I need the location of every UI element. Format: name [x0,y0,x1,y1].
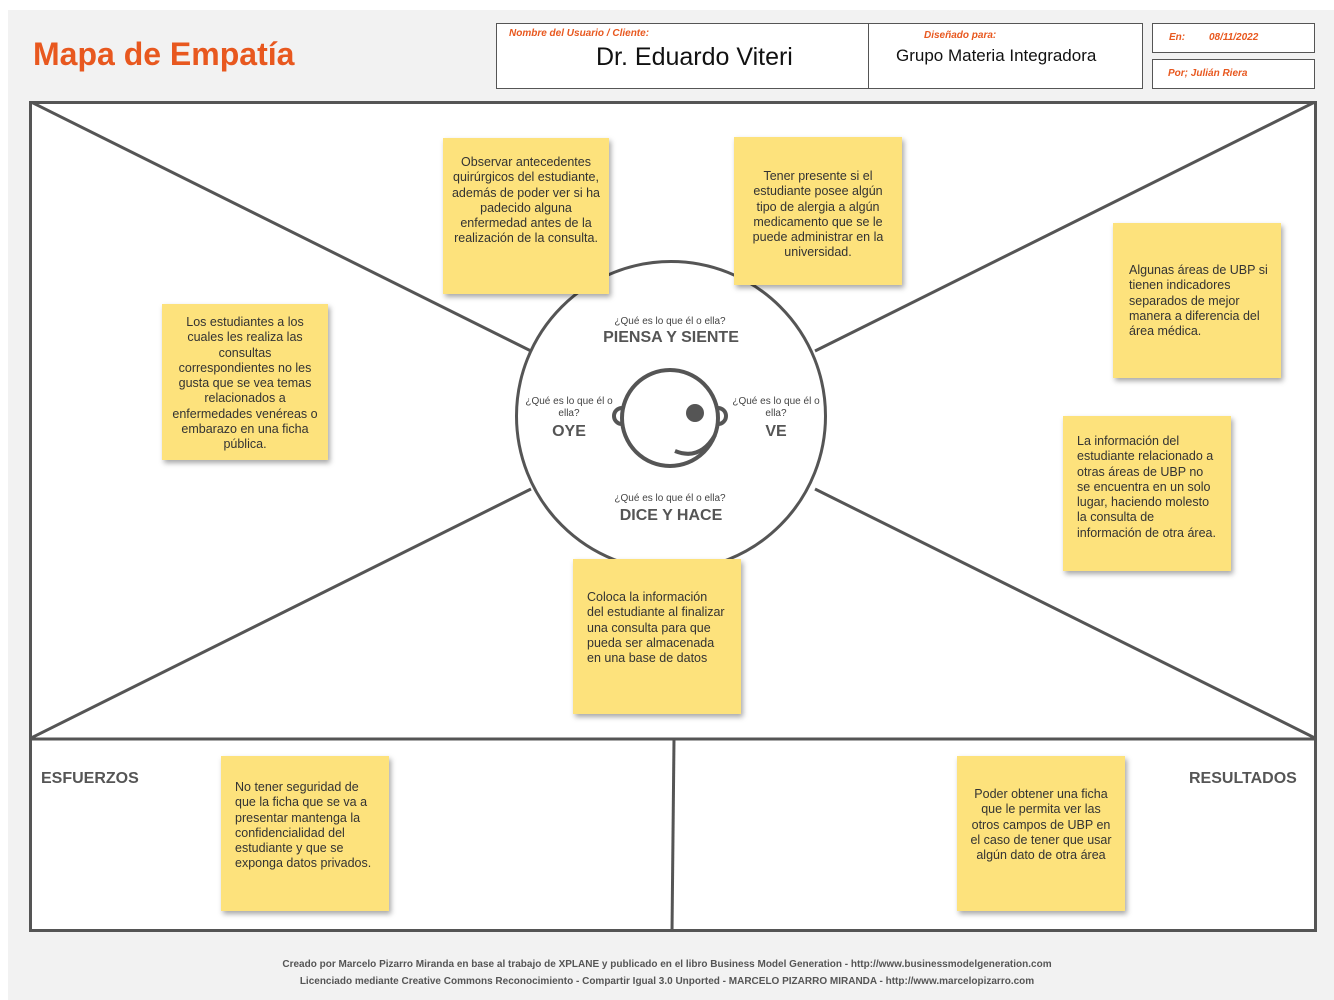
diagonal-top-left [29,101,532,353]
designed-for-box [868,23,1143,89]
designed-for-value: Grupo Materia Integradora [896,46,1097,65]
diagonal-bottom-right [814,487,1317,741]
note-text: Coloca la información del estudiante al … [587,590,725,666]
author-box [1152,59,1315,89]
footer-credit-line: Creado por Marcelo Pizarro Miranda en ba… [282,959,1052,970]
see-question: ¿Qué es lo que él o ella? [732,396,820,419]
footer-license-line: Licenciado mediante Creative Commons Rec… [299,976,1035,987]
note-text: Observar antecedentes quirúrgicos del es… [451,155,600,246]
sticky-note-see-top[interactable]: Algunas áreas de UBP si tienen indicador… [1113,223,1281,378]
note-text: Poder obtener una ficha que le permita v… [970,787,1112,863]
note-text: No tener seguridad de que la ficha que s… [235,780,372,871]
think-title: PIENSA Y SIENTE [603,329,739,346]
page-title: Mapa de Empatía [33,36,295,72]
client-box [496,23,870,89]
efforts-results-divider [670,738,676,932]
hear-title: OYE [552,423,586,440]
sticky-note-efforts[interactable]: No tener seguridad de que la ficha que s… [221,756,389,911]
note-text: La información del estudiante relacionad… [1077,434,1216,540]
sticky-note-say[interactable]: Coloca la información del estudiante al … [573,559,741,714]
think-question: ¿Qué es lo que él o ella? [614,316,726,327]
author-value: Por; Julián Riera [1168,68,1248,79]
say-question: ¿Qué es lo que él o ella? [614,493,726,504]
map-divider-lines [29,101,1317,932]
note-text: Algunas áreas de UBP si tienen indicador… [1129,263,1268,339]
results-label: RESULTADOS [1189,770,1297,787]
sticky-note-see-bottom[interactable]: La información del estudiante relacionad… [1063,416,1231,571]
sticky-note-results[interactable]: Poder obtener una ficha que le permita v… [957,756,1125,911]
date-label: En: [1169,32,1186,43]
sticky-note-think-left[interactable]: Observar antecedentes quirúrgicos del es… [443,138,609,294]
date-box [1152,23,1315,53]
sticky-note-think-right[interactable]: Tener presente si el estudiante posee al… [734,137,902,285]
sticky-note-hear[interactable]: Los estudiantes a los cuales les realiza… [162,304,328,460]
client-name: Dr. Eduardo Viteri [596,43,793,71]
diagonal-bottom-left [29,487,532,741]
note-text: Los estudiantes a los cuales les realiza… [172,315,318,452]
note-text: Tener presente si el estudiante posee al… [752,169,884,260]
say-title: DICE Y HACE [619,507,723,524]
designed-for-label: Diseñado para: [924,30,997,41]
face-icon [612,368,728,468]
efforts-label: ESFUERZOS [41,770,139,787]
hear-question: ¿Qué es lo que él o ella? [525,396,613,419]
date-value: 08/11/2022 [1209,32,1259,43]
see-title: VE [765,423,787,440]
client-label: Nombre del Usuario / Cliente: [509,28,650,39]
diagonal-top-right [814,101,1317,353]
